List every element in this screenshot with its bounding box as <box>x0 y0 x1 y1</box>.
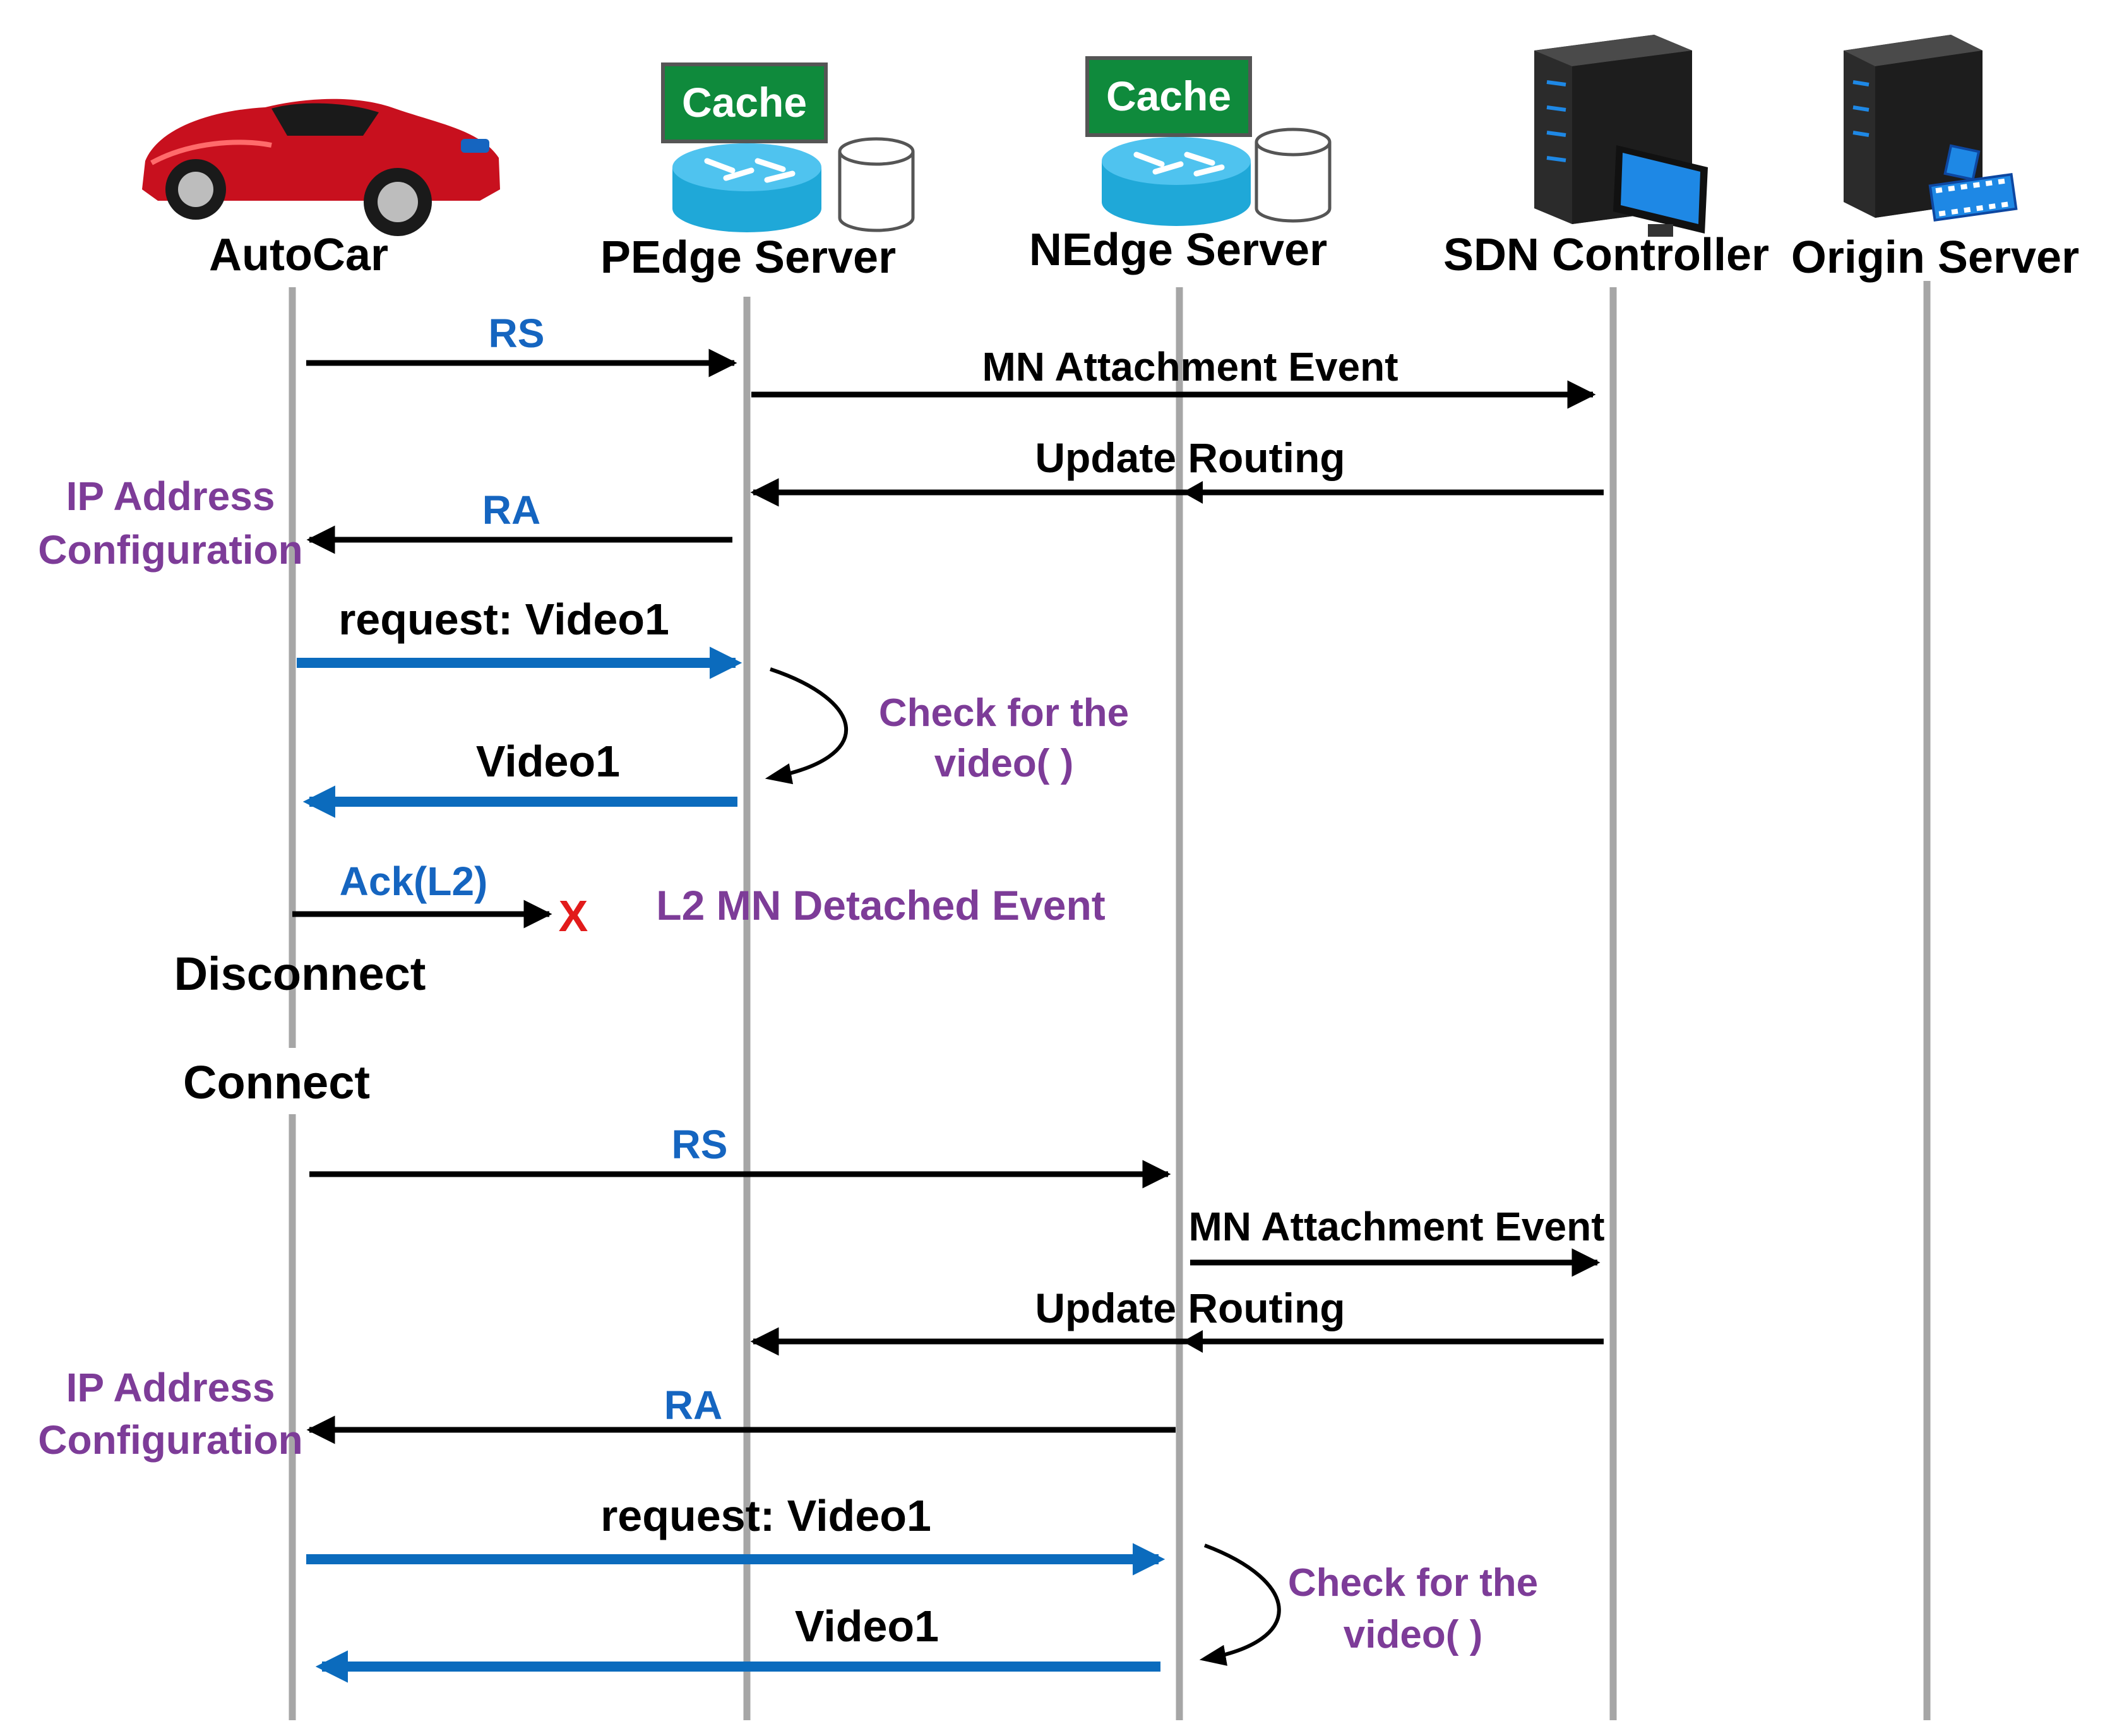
label-video1-b: Video1 <box>795 1602 939 1651</box>
note-disconnect: Disconnect <box>174 948 426 1000</box>
label-request-1: request: Video1 <box>338 595 669 644</box>
label-rs-2: RS <box>672 1122 728 1167</box>
note-check-2-line2: video( ) <box>1344 1613 1482 1656</box>
participant-pedge: PEdge Server <box>600 232 896 283</box>
label-request-2: request: Video1 <box>600 1491 931 1540</box>
participant-sdn: SDN Controller <box>1443 230 1769 280</box>
fail-mark: X <box>559 891 588 941</box>
loop-check-2 <box>1199 1543 1281 1666</box>
router-cache-icon-nedge: Cache <box>1085 56 1332 226</box>
label-mn-attachment-2: MN Attachment Event <box>1188 1204 1604 1249</box>
note-check-1-line1: Check for the <box>879 691 1129 735</box>
participant-nedge: NEdge Server <box>1029 225 1327 275</box>
server-film-icon <box>1844 35 2018 222</box>
note-ip-config-2-line1: IP Address <box>66 1365 275 1410</box>
arrowhead-update-routing-1-nedge <box>1183 481 1203 504</box>
phase-2: RS MN Attachment Event Update Routing RA… <box>38 1122 1605 1683</box>
router-cache-icon-pedge: Cache <box>661 62 915 232</box>
lifelines <box>289 281 1931 1720</box>
cache-badge-pedge: Cache <box>682 79 807 126</box>
label-mn-attachment-1: MN Attachment Event <box>982 344 1398 389</box>
label-video1-a: Video1 <box>476 737 620 786</box>
label-ra-1: RA <box>482 487 540 533</box>
label-ack: Ack(L2) <box>340 859 488 904</box>
label-rs-1: RS <box>489 311 545 356</box>
note-ip-config-2-line2: Configuration <box>38 1417 302 1463</box>
loop-check-1 <box>765 667 849 785</box>
label-update-routing-2: Update Routing <box>1035 1285 1345 1331</box>
note-detached: L2 MN Detached Event <box>656 882 1106 929</box>
server-monitor-icon <box>1534 35 1708 237</box>
phase-1: RS MN Attachment Event Update Routing RA… <box>38 311 1604 1109</box>
note-ip-config-1-line2: Configuration <box>38 527 302 573</box>
label-ra-2: RA <box>664 1382 722 1428</box>
note-connect: Connect <box>183 1056 370 1109</box>
note-ip-config-1-line1: IP Address <box>66 473 275 519</box>
cache-badge-nedge: Cache <box>1106 73 1231 119</box>
arrowhead-update-routing-2-nedge <box>1183 1330 1203 1353</box>
car-icon <box>142 98 500 236</box>
participant-origin: Origin Server <box>1791 232 2079 283</box>
note-check-1-line2: video( ) <box>934 742 1073 785</box>
participant-autocar: AutoCar <box>209 230 388 280</box>
label-update-routing-1: Update Routing <box>1035 434 1345 481</box>
note-check-2-line1: Check for the <box>1288 1561 1538 1605</box>
